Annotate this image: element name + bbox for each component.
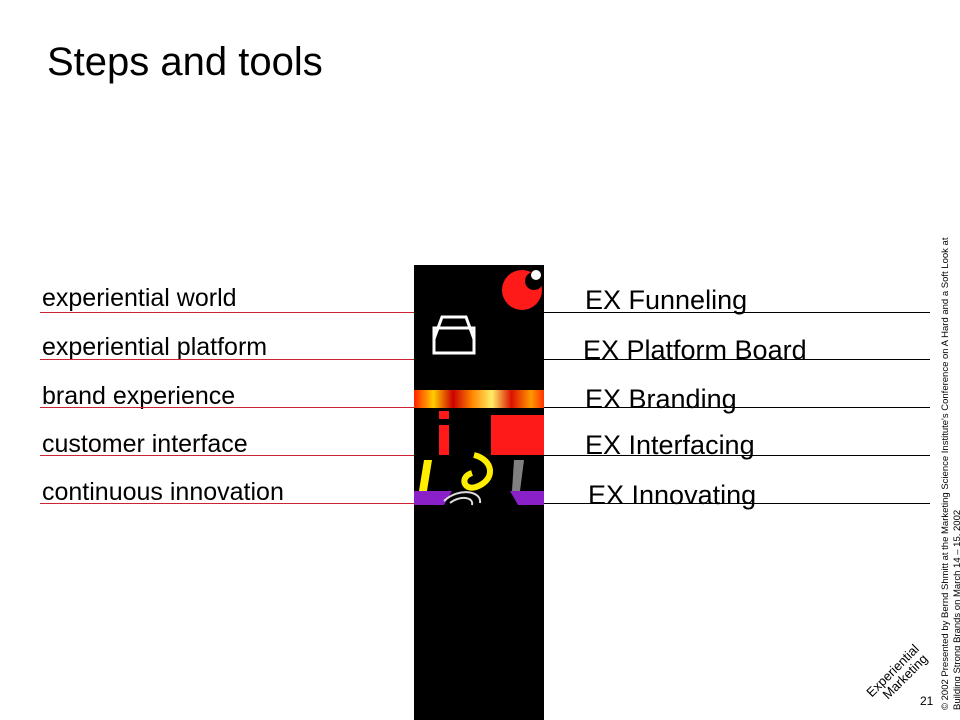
credit-line-1: © 2002 Presented by Bernd Shmitt at the … <box>940 237 951 710</box>
tool-ex-interfacing: EX Interfacing <box>585 430 755 460</box>
row-divider-right <box>544 455 930 456</box>
strip-artwork <box>414 270 544 506</box>
slide-title: Steps and tools <box>47 40 323 84</box>
row-divider-left <box>40 312 484 313</box>
purple-shape <box>414 491 452 505</box>
row-divider-left <box>40 455 484 456</box>
row-divider-right <box>544 503 930 504</box>
flame-band-shape <box>414 390 544 408</box>
red-i-shape <box>439 411 449 419</box>
tool-ex-innovating: EX Innovating <box>588 480 757 510</box>
red-square-shape <box>491 415 544 455</box>
label-continuous-innovation: continuous innovation <box>42 478 284 506</box>
row-divider-left <box>40 407 484 408</box>
row-divider-right <box>544 312 930 313</box>
label-experiential-world: experiential world <box>42 284 237 312</box>
row-divider-right <box>544 407 930 408</box>
row-divider-right <box>544 359 930 360</box>
row-divider-left <box>40 359 484 360</box>
box-outline-shape <box>432 326 476 355</box>
yellow-swirl-shape <box>461 452 493 491</box>
copyright-credit: © 2002 Presented by Bernd Shmitt at the … <box>940 238 960 710</box>
tool-ex-branding: EX Branding <box>585 384 737 414</box>
row-divider-left <box>40 503 484 504</box>
credit-line-2: Building Strong Brands on March 14 – 15,… <box>952 509 960 710</box>
label-experiential-platform: experiential platform <box>42 333 268 361</box>
label-customer-interface: customer interface <box>42 430 248 458</box>
page-number: 21 <box>920 694 934 708</box>
tool-ex-funneling: EX Funneling <box>585 285 748 315</box>
label-brand-experience: brand experience <box>42 382 236 410</box>
experiential-image-strip <box>414 265 544 720</box>
